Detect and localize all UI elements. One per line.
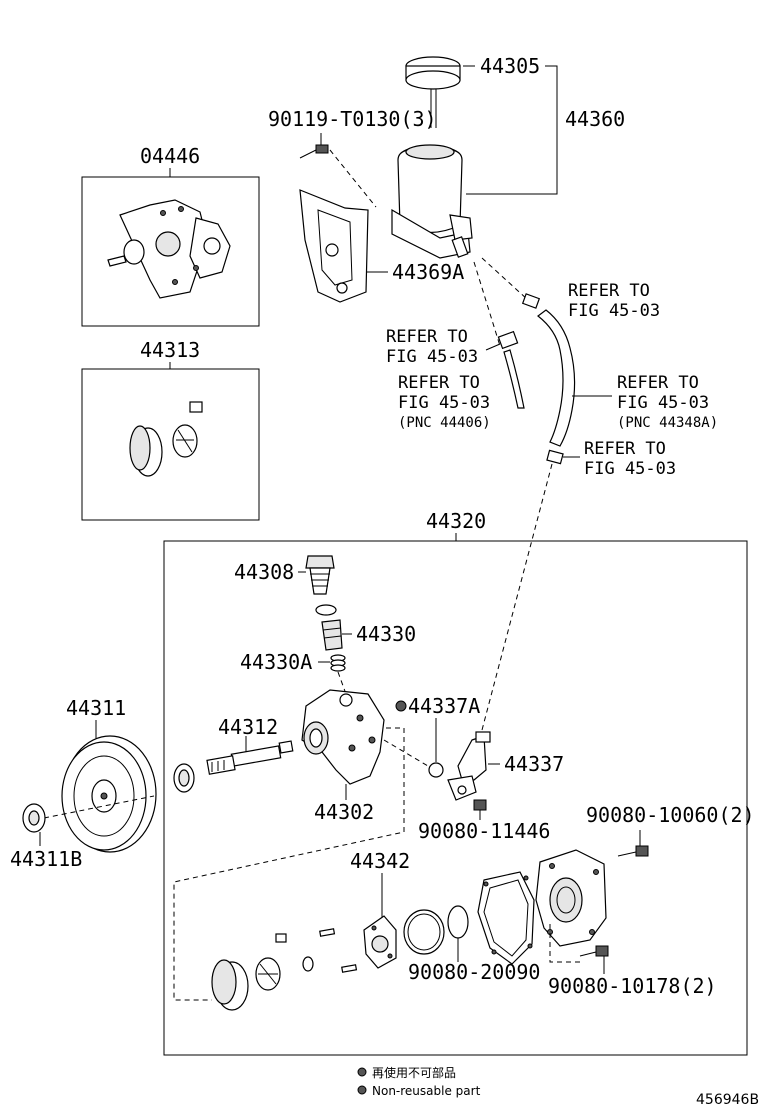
reservoir-cap-part bbox=[405, 56, 461, 128]
flow-control-valve-part bbox=[321, 619, 343, 651]
cam-ring-part bbox=[211, 959, 249, 1011]
pressure-plate-part bbox=[363, 915, 397, 969]
label-44330: 44330 bbox=[356, 622, 416, 646]
rear-housing-part bbox=[535, 849, 607, 947]
legend-chinese: 再使用不可部品 bbox=[372, 1065, 456, 1080]
label-44337: 44337 bbox=[504, 752, 564, 776]
o-ring-44337A bbox=[428, 762, 444, 778]
pump-body-part bbox=[301, 689, 385, 785]
label-44342: 44342 bbox=[350, 849, 410, 873]
bolt-90080-11446 bbox=[473, 799, 487, 811]
pump-shaft-part bbox=[206, 740, 294, 775]
label-44320: 44320 bbox=[426, 509, 486, 533]
legend-dot-2 bbox=[357, 1085, 367, 1095]
label-04446: 04446 bbox=[140, 144, 200, 168]
kit-44313-box bbox=[81, 368, 260, 521]
label-44313: 44313 bbox=[140, 338, 200, 362]
ref3-pnc: (PNC 44406) bbox=[398, 415, 491, 431]
label-90080-10060: 90080-10060(2) bbox=[586, 803, 755, 827]
reservoir-bracket-part bbox=[299, 189, 369, 303]
label-44308: 44308 bbox=[234, 560, 294, 584]
hose-clamp-upper bbox=[521, 293, 541, 309]
legend-english: Non-reusable part bbox=[372, 1084, 481, 1098]
bolt-90080-10060 bbox=[617, 845, 649, 857]
vane-pins bbox=[275, 928, 358, 973]
rotor-part bbox=[255, 957, 281, 991]
label-90080-20090: 90080-20090 bbox=[408, 960, 540, 984]
ref1-line2: FIG 45-03 bbox=[568, 301, 660, 321]
bolt-90119-part bbox=[299, 144, 329, 159]
label-90119: 90119-T0130(3) bbox=[268, 107, 437, 131]
oil-seal-part bbox=[173, 763, 195, 793]
pump-assembly-box bbox=[163, 540, 748, 1056]
label-44302: 44302 bbox=[314, 800, 374, 824]
ref2-line2: FIG 45-03 bbox=[386, 347, 478, 367]
union-plug-part bbox=[305, 555, 335, 595]
figure-code: 456946B bbox=[696, 1092, 759, 1108]
label-44311B: 44311B bbox=[10, 847, 82, 871]
ref3-line1: REFER TO bbox=[398, 373, 480, 393]
label-44330A: 44330A bbox=[240, 650, 312, 674]
ref5-line2: FIG 45-03 bbox=[584, 459, 676, 479]
o-rings-90080-20090 bbox=[403, 905, 469, 955]
cam-ring-rotor-illustration bbox=[129, 401, 203, 477]
hose-clamp-mid bbox=[497, 330, 519, 350]
label-44337A: 44337A bbox=[408, 694, 480, 718]
pulley-part bbox=[61, 735, 157, 853]
suction-hose-part bbox=[537, 309, 576, 447]
rear-gasket-part bbox=[477, 871, 535, 965]
kit-04446-box bbox=[81, 176, 260, 327]
reservoir-tank-part bbox=[391, 144, 473, 259]
label-44360: 44360 bbox=[565, 107, 625, 131]
ref5-line1: REFER TO bbox=[584, 439, 666, 459]
label-44311: 44311 bbox=[66, 696, 126, 720]
ref4-pnc: (PNC 44348A) bbox=[617, 415, 718, 431]
ref3-line2: FIG 45-03 bbox=[398, 393, 490, 413]
ref4-line2: FIG 45-03 bbox=[617, 393, 709, 413]
valve-spring-part bbox=[330, 654, 346, 672]
ref1-line1: REFER TO bbox=[568, 281, 650, 301]
union-fitting-part bbox=[447, 731, 491, 801]
non-reusable-mark-44337A bbox=[395, 700, 407, 712]
label-90080-11446: 90080-11446 bbox=[418, 819, 550, 843]
ref4-line1: REFER TO bbox=[617, 373, 699, 393]
label-90080-10178: 90080-10178(2) bbox=[548, 974, 717, 998]
gasket-kit-illustration bbox=[107, 199, 231, 299]
o-ring-upper bbox=[315, 604, 337, 616]
pulley-nut-part bbox=[22, 803, 46, 833]
bolt-90080-10178 bbox=[579, 945, 609, 957]
legend-dot-1 bbox=[357, 1067, 367, 1077]
label-44312: 44312 bbox=[218, 715, 278, 739]
return-hose-part bbox=[503, 349, 525, 409]
ref2-line1: REFER TO bbox=[386, 327, 468, 347]
label-44369A: 44369A bbox=[392, 260, 464, 284]
hose-clamp-lower bbox=[546, 449, 564, 465]
label-44305: 44305 bbox=[480, 54, 540, 78]
